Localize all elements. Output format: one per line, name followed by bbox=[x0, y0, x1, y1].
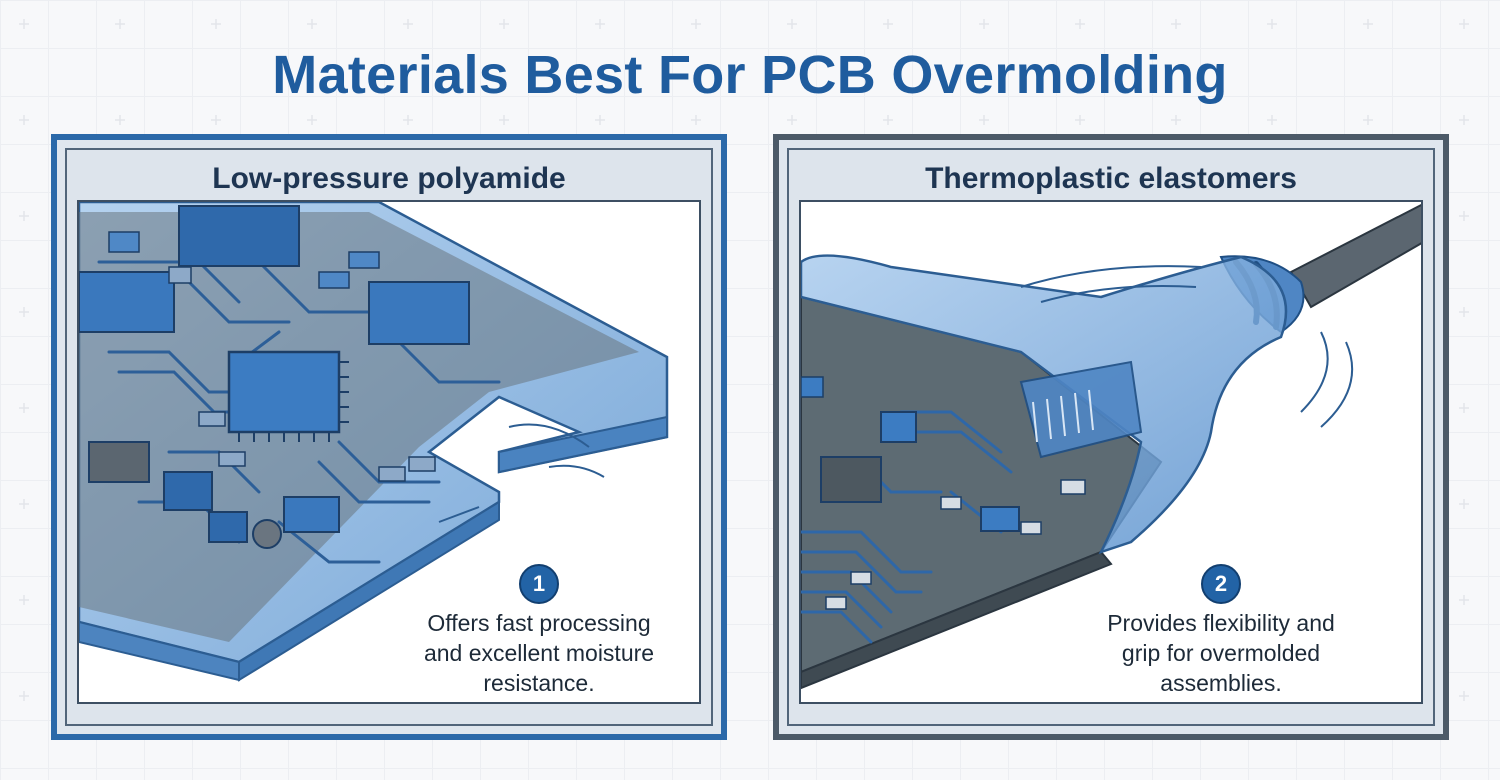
page-title: Materials Best For PCB Overmolding bbox=[272, 45, 1228, 105]
description-line: Offers fast processing bbox=[427, 610, 651, 636]
illustration-frame: 2 Provides flexibility and grip for over… bbox=[799, 200, 1423, 704]
panel-thermoplastic-elastomers: Thermoplastic elastomers bbox=[773, 134, 1449, 740]
overmolded-cable-connector-icon bbox=[801, 203, 1421, 690]
description-line: resistance. bbox=[483, 670, 595, 696]
description-line: and excellent moisture bbox=[423, 640, 655, 666]
panel-inner-frame: Low-pressure polyamide bbox=[65, 148, 713, 726]
panel-low-pressure-polyamide: Low-pressure polyamide bbox=[51, 134, 727, 740]
panel-description: Provides flexibility and grip for overmo… bbox=[1071, 608, 1371, 698]
panel-heading: Low-pressure polyamide bbox=[212, 162, 566, 195]
description-line: grip for overmolded bbox=[1121, 640, 1321, 666]
pcb-board-icon bbox=[79, 202, 669, 682]
description-line: assemblies. bbox=[1160, 670, 1282, 696]
panel-description: Offers fast processing and excellent moi… bbox=[389, 608, 689, 698]
step-number-badge: 2 bbox=[1201, 564, 1241, 604]
illustration-frame: 1 Offers fast processing and excellent m… bbox=[77, 200, 701, 704]
panel-inner-frame: Thermoplastic elastomers bbox=[787, 148, 1435, 726]
step-number-badge: 1 bbox=[519, 564, 559, 604]
panel-heading: Thermoplastic elastomers bbox=[925, 162, 1297, 195]
description-line: Provides flexibility and bbox=[1107, 610, 1335, 636]
